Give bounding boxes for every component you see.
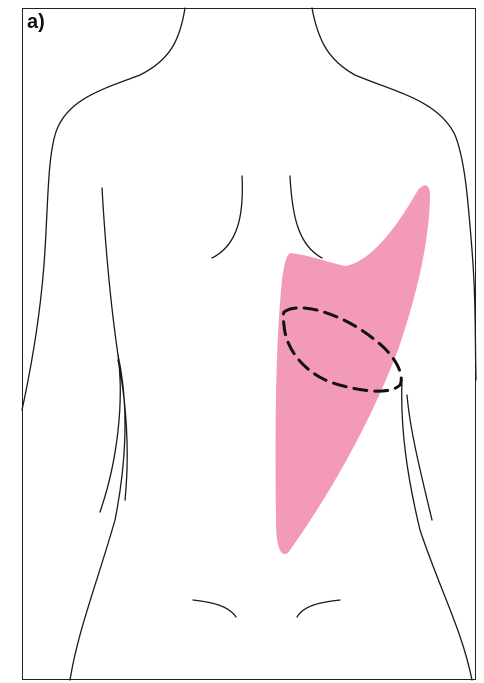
right-scapula-line bbox=[290, 176, 322, 258]
highlighted-area bbox=[276, 185, 431, 554]
left-arm-inner-line bbox=[100, 188, 120, 512]
right-arm-inner-line bbox=[407, 395, 432, 520]
left-torso-side bbox=[70, 355, 125, 680]
left-lower-back-dimple bbox=[193, 600, 236, 617]
left-scapula-line bbox=[212, 176, 242, 258]
right-lower-back-dimple bbox=[297, 600, 340, 617]
right-torso-side bbox=[402, 380, 472, 680]
